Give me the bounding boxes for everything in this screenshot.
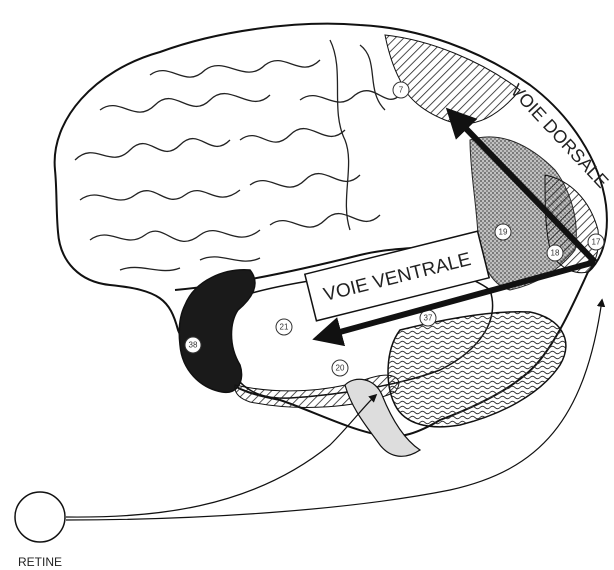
retina-label: RETINE xyxy=(18,555,62,569)
retina-circle xyxy=(15,492,65,542)
area-label-38: 38 xyxy=(189,341,198,350)
area-label-19: 19 xyxy=(499,228,508,237)
area-label-17: 17 xyxy=(592,238,601,247)
cerebellum xyxy=(388,312,566,427)
area-label-7: 7 xyxy=(399,86,404,95)
area-label-18: 18 xyxy=(551,249,560,258)
area-label-37: 37 xyxy=(424,314,433,323)
area-label-20: 20 xyxy=(336,364,345,373)
area-label-21: 21 xyxy=(280,323,289,332)
